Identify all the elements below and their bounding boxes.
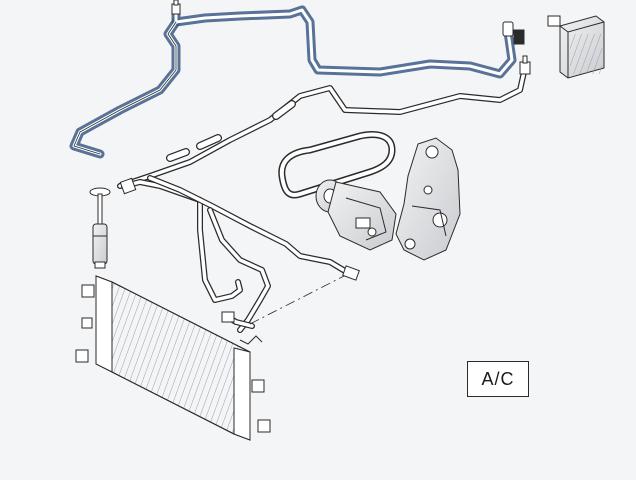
evaporator: [547, 15, 605, 79]
ac-label: A/C: [467, 361, 529, 397]
high-pressure-line-highlighted: [69, 5, 517, 159]
pressure-switch: [519, 55, 531, 75]
compressor: [315, 179, 397, 251]
service-valve-top: [171, 0, 181, 15]
mounting-bolt: [119, 177, 235, 323]
dashed-leader-line: [249, 275, 345, 325]
pipe-end-fitting: [502, 21, 525, 45]
suction-line: [117, 69, 527, 189]
drive-belt: [278, 131, 396, 199]
condenser: [75, 275, 271, 441]
receiver-drier: [89, 187, 111, 269]
compressor-bracket: [395, 137, 461, 261]
connector-plug: [342, 265, 360, 281]
